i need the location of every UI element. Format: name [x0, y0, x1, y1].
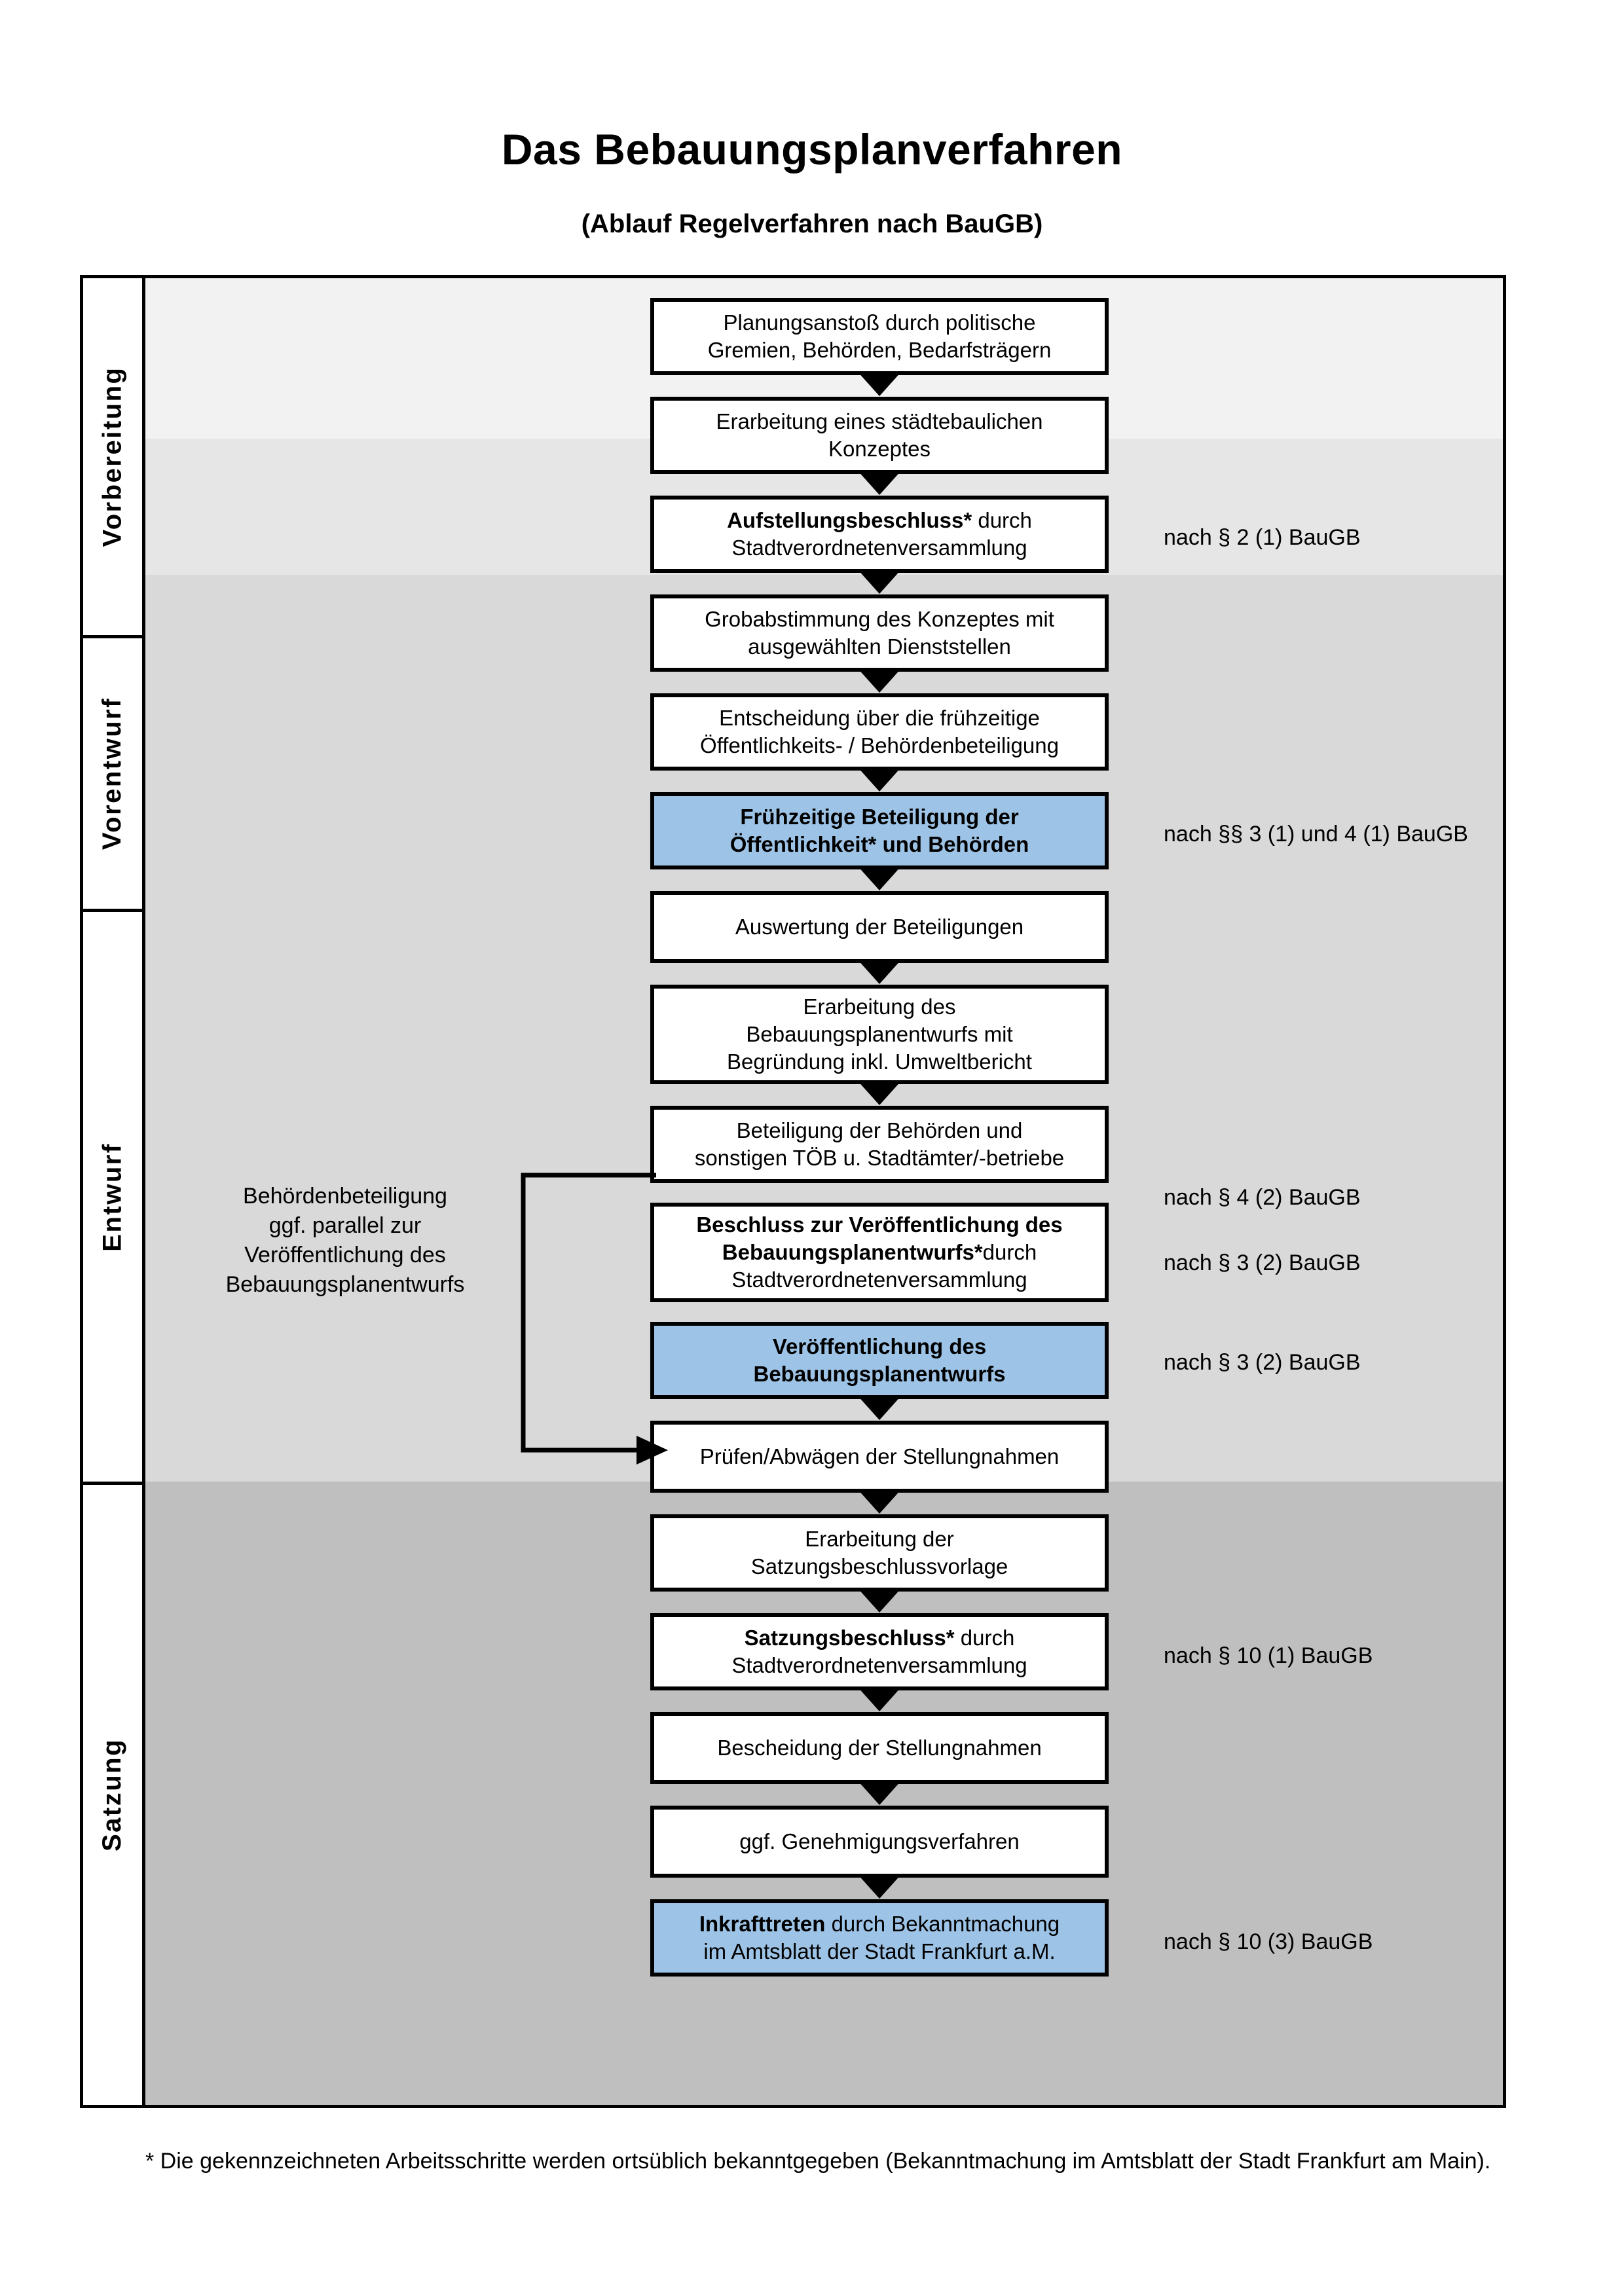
- flow-node-pruefen-abwaegen[interactable]: Prüfen/Abwägen der Stellungnahmen: [650, 1421, 1109, 1493]
- node-line-1: Beschluss zur Veröffentlichung des: [696, 1212, 1063, 1237]
- section-label-entwurf: Entwurf: [83, 909, 142, 1482]
- node-line-1: Erarbeitung eines städtebaulichen: [716, 409, 1043, 433]
- section-label-text: Vorentwurf: [98, 697, 127, 850]
- node-line-1: Grobabstimmung des Konzeptes mit: [705, 606, 1054, 631]
- side-note-line-4: Bebauungsplanentwurfs: [225, 1271, 465, 1297]
- flow-node-erarbeitung-konzept[interactable]: Erarbeitung eines städtebaulichen Konzep…: [650, 397, 1109, 474]
- node-line-2: Öffentlichkeits- / Behördenbeteiligung: [700, 733, 1059, 757]
- node-bold-prefix: Inkrafttreten: [699, 1911, 826, 1936]
- flow-node-entscheidung-fruehzeitige[interactable]: Entscheidung über die frühzeitige Öffent…: [650, 693, 1109, 771]
- node-line-1: durch: [978, 507, 1032, 532]
- flow-node-inkrafttreten[interactable]: Inkrafttreten durch Bekanntmachung im Am…: [650, 1899, 1109, 1977]
- flow-node-veroeffentlichung-entwurf[interactable]: Veröffentlichung des Bebauungsplanentwur…: [650, 1322, 1109, 1399]
- node-line-1: Bescheidung der Stellungnahmen: [717, 1735, 1042, 1760]
- node-line-2: ausgewählten Dienststellen: [748, 634, 1011, 659]
- node-line-1: durch Bekanntmachung: [831, 1911, 1060, 1936]
- section-label-vorentwurf: Vorentwurf: [83, 635, 142, 909]
- node-line-2: Bebauungsplanentwurfs*: [722, 1239, 983, 1264]
- node-line-1: Erarbeitung des: [803, 994, 956, 1019]
- flow-node-beteiligung-behoerden[interactable]: Beteiligung der Behörden und sonstigen T…: [650, 1106, 1109, 1183]
- flow-node-satzungsbeschluss[interactable]: Satzungsbeschluss* durch Stadtverordnete…: [650, 1613, 1109, 1690]
- law-ref-7: nach § 10 (3) BauGB: [1164, 1929, 1373, 1954]
- flow-node-erarbeitung-satzungsvorlage[interactable]: Erarbeitung der Satzungsbeschlussvorlage: [650, 1514, 1109, 1592]
- node-line-1: Entscheidung über die frühzeitige: [719, 705, 1040, 730]
- node-line-2: Konzeptes: [828, 437, 931, 461]
- page-subtitle: (Ablauf Regelverfahren nach BauGB): [581, 210, 1043, 238]
- node-line-2: im Amtsblatt der Stadt Frankfurt a.M.: [703, 1939, 1056, 1963]
- side-note-line-3: Veröffentlichung des: [244, 1242, 446, 1267]
- page-title: Das Bebauungsplanverfahren: [501, 125, 1123, 173]
- node-line-1: Veröffentlichung des: [772, 1334, 987, 1358]
- node-line-2: sonstigen TÖB u. Stadtämter/-betriebe: [694, 1146, 1065, 1170]
- law-ref-3: nach § 4 (2) BauGB: [1164, 1185, 1361, 1210]
- node-line-2: Stadtverordnetenversammlung: [731, 1653, 1027, 1677]
- law-ref-6: nach § 10 (1) BauGB: [1164, 1643, 1373, 1668]
- flowchart-frame: Vorbereitung Vorentwurf Entwurf Satzung …: [80, 275, 1506, 2108]
- node-line-3: durch: [982, 1239, 1037, 1264]
- law-ref-1: nach § 2 (1) BauGB: [1164, 525, 1361, 550]
- section-label-satzung: Satzung: [83, 1482, 142, 2105]
- node-line-1: Prüfen/Abwägen der Stellungnahmen: [699, 1444, 1060, 1468]
- law-ref-4: nach § 3 (2) BauGB: [1164, 1250, 1361, 1275]
- node-line-2: Gremien, Behörden, Bedarfsträgern: [707, 338, 1052, 362]
- flow-node-grobabstimmung[interactable]: Grobabstimmung des Konzeptes mit ausgewä…: [650, 594, 1109, 672]
- node-line-3: Begründung inkl. Umweltbericht: [727, 1049, 1032, 1074]
- node-line-2: Satzungsbeschlussvorlage: [750, 1554, 1008, 1578]
- node-line-1: Erarbeitung der: [805, 1526, 954, 1551]
- node-line-4: Stadtverordnetenversammlung: [731, 1267, 1027, 1292]
- node-line-1: Auswertung der Beteiligungen: [735, 914, 1024, 939]
- section-label-text: Vorbereitung: [98, 366, 127, 547]
- side-note-parallel-procedure: Behördenbeteiligung ggf. parallel zur Ve…: [188, 1182, 502, 1300]
- node-bold-prefix: Satzungsbeschluss*: [744, 1625, 955, 1650]
- node-line-1: Beteiligung der Behörden und: [736, 1118, 1023, 1142]
- section-label-text: Entwurf: [98, 1142, 127, 1252]
- law-ref-2: nach §§ 3 (1) und 4 (1) BauGB: [1164, 822, 1468, 847]
- node-line-2: Stadtverordnetenversammlung: [731, 536, 1027, 560]
- flow-node-bescheidung-stellungnahmen[interactable]: Bescheidung der Stellungnahmen: [650, 1712, 1109, 1784]
- node-line-1: Planungsanstoß durch politische: [723, 310, 1036, 335]
- section-label-vorbereitung: Vorbereitung: [83, 278, 142, 635]
- flow-node-genehmigungsverfahren[interactable]: ggf. Genehmigungsverfahren: [650, 1806, 1109, 1878]
- flow-node-fruehzeitige-beteiligung[interactable]: Frühzeitige Beteiligung der Öffentlichke…: [650, 792, 1109, 869]
- node-line-1: durch: [960, 1625, 1015, 1650]
- side-note-line-1: Behördenbeteiligung: [243, 1184, 447, 1209]
- flow-node-beschluss-veroeffentlichung[interactable]: Beschluss zur Veröffentlichung des Bebau…: [650, 1203, 1109, 1302]
- side-note-line-2: ggf. parallel zur: [268, 1212, 422, 1238]
- footnote: * Die gekennzeichneten Arbeitsschritte w…: [145, 2149, 1491, 2174]
- node-line-1: Frühzeitige Beteiligung der: [740, 804, 1019, 829]
- flow-node-aufstellungsbeschluss[interactable]: Aufstellungsbeschluss* durch Stadtverord…: [650, 496, 1109, 573]
- node-bold-prefix: Aufstellungsbeschluss*: [727, 507, 972, 532]
- node-line-1: ggf. Genehmigungsverfahren: [739, 1829, 1020, 1853]
- node-line-2: Bebauungsplanentwurfs mit: [746, 1021, 1013, 1046]
- flow-node-planungsanstoss[interactable]: Planungsanstoß durch politische Gremien,…: [650, 298, 1109, 375]
- flow-node-erarbeitung-entwurf[interactable]: Erarbeitung des Bebauungsplanentwurfs mi…: [650, 985, 1109, 1084]
- section-label-rail: Vorbereitung Vorentwurf Entwurf Satzung: [83, 278, 145, 2105]
- section-label-text: Satzung: [98, 1738, 127, 1852]
- node-line-2: Öffentlichkeit* und Behörden: [729, 832, 1029, 856]
- node-line-2: Bebauungsplanentwurfs: [753, 1362, 1006, 1386]
- law-ref-5: nach § 3 (2) BauGB: [1164, 1350, 1361, 1375]
- flow-node-auswertung-beteiligungen[interactable]: Auswertung der Beteiligungen: [650, 891, 1109, 963]
